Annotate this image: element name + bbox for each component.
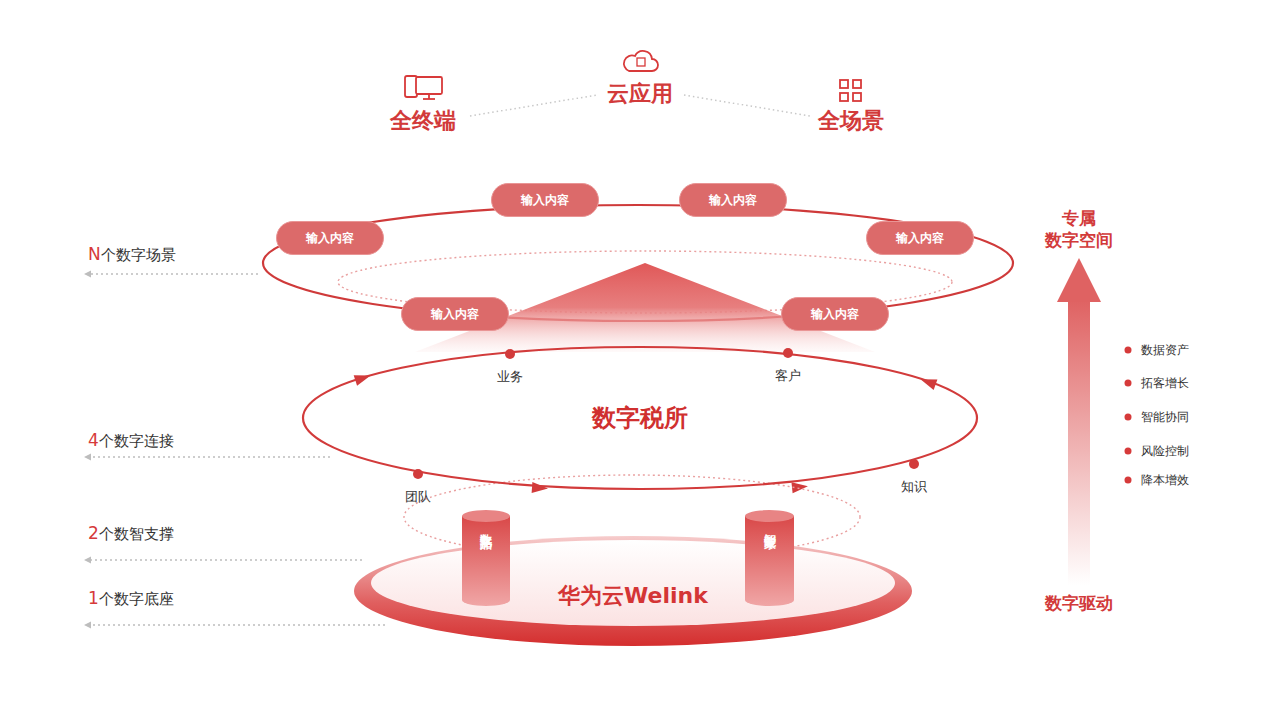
- node-outline: [758, 348, 818, 358]
- layer-label: 1个数字底座: [88, 588, 174, 609]
- drive-arrow-head: [1057, 258, 1101, 302]
- leader-head: [84, 454, 91, 461]
- grid-cell: [840, 93, 848, 101]
- node-dot: 知识: [884, 459, 944, 499]
- arrow-caption: 数字驱动: [1045, 592, 1113, 615]
- core-ellipse: 数字税所: [302, 346, 978, 490]
- bullet-item: 数据资产: [1141, 342, 1189, 359]
- node-text: 知识: [884, 479, 944, 495]
- grid-cell: [853, 93, 861, 101]
- node-text: 输入内容: [431, 306, 479, 323]
- feature-title: 全终端: [390, 106, 456, 136]
- ring-outer: [354, 536, 912, 646]
- arrowhead: [532, 482, 549, 494]
- dot-marker: [505, 349, 515, 359]
- node-text: 团队: [388, 489, 448, 505]
- node-outline: [884, 459, 944, 469]
- cylinder-body: [745, 516, 794, 606]
- node-outline: [388, 469, 448, 479]
- node-text: 输入内容: [896, 230, 944, 247]
- content-pill: 输入内容: [781, 297, 889, 331]
- support-cylinder: 智能专家: [745, 510, 794, 606]
- cloud-icon: [624, 51, 658, 71]
- cloud-symbol: [624, 51, 658, 71]
- node-text: 华为云Welink: [558, 581, 708, 611]
- bullet-item: 拓客增长: [1141, 375, 1189, 392]
- dotted-link: [684, 95, 810, 116]
- content-pill: 输入内容: [866, 221, 974, 255]
- node-text: 输入内容: [306, 230, 354, 247]
- grid-icon: [840, 80, 861, 101]
- content-pill: 输入内容: [276, 221, 384, 255]
- bullet-item: 风险控制: [1141, 443, 1189, 460]
- layer-label: 2个数智支撑: [88, 523, 174, 544]
- bullet-dots: [1125, 347, 1132, 484]
- bullet-dot: [1125, 448, 1132, 455]
- cylinder-cap: [745, 510, 794, 522]
- ring-inner: [371, 540, 895, 626]
- node-dot: 业务: [480, 349, 540, 389]
- node-text: 智能专家: [763, 524, 777, 528]
- node-text: 数字化产品: [479, 524, 493, 529]
- core-orbit: [303, 347, 977, 489]
- grid-cell: [853, 80, 861, 88]
- leader-line: [90, 273, 258, 275]
- bullet-item: 降本增效: [1141, 472, 1189, 489]
- content-pill: 输入内容: [401, 297, 509, 331]
- terminal-icon: [405, 76, 442, 99]
- base-ring: 华为云Welink: [353, 535, 913, 647]
- leader-line: [90, 456, 330, 458]
- node-text: 输入内容: [521, 192, 569, 209]
- grid-cell: [840, 80, 848, 88]
- dot-marker: [783, 348, 793, 358]
- drive-arrow-shaft: [1068, 300, 1090, 585]
- feature-title: 云应用: [607, 79, 673, 109]
- layer-label: N个数字场景: [88, 244, 176, 265]
- node-text: 业务: [480, 369, 540, 385]
- support-cylinder: 数字化产品: [462, 510, 510, 606]
- node-text: 输入内容: [811, 306, 859, 323]
- leader-line: [90, 559, 362, 561]
- bullet-dot: [1125, 477, 1132, 484]
- bullet-dot: [1125, 380, 1132, 387]
- monitor-base: [423, 98, 435, 100]
- leader-head: [84, 271, 91, 278]
- feature-title: 全场景: [818, 106, 884, 136]
- bullet-item: 智能协同: [1141, 409, 1189, 426]
- cylinder-body: [462, 516, 510, 606]
- node-text: 数字税所: [592, 402, 688, 434]
- node-text: 客户: [758, 368, 818, 384]
- leader-head: [84, 622, 91, 629]
- bullet-dot: [1125, 347, 1132, 354]
- dot-marker: [413, 469, 423, 479]
- content-pill: 输入内容: [491, 183, 599, 217]
- chip-symbol: [637, 58, 645, 66]
- cylinder-cap: [462, 510, 510, 522]
- content-pill: 输入内容: [679, 183, 787, 217]
- layer-label: 4个数字连接: [88, 430, 174, 451]
- node-text: 输入内容: [709, 192, 757, 209]
- arrow-caption: 专属 数字空间: [1037, 207, 1121, 251]
- bullet-dot: [1125, 414, 1132, 421]
- monitor-symbol: [416, 77, 442, 94]
- node-dot: 团队: [388, 469, 448, 509]
- leader-line: [90, 624, 385, 626]
- leader-head: [84, 557, 91, 564]
- dotted-link: [470, 95, 597, 116]
- node-dot: 客户: [758, 348, 818, 388]
- node-outline: [480, 349, 540, 359]
- dot-marker: [909, 459, 919, 469]
